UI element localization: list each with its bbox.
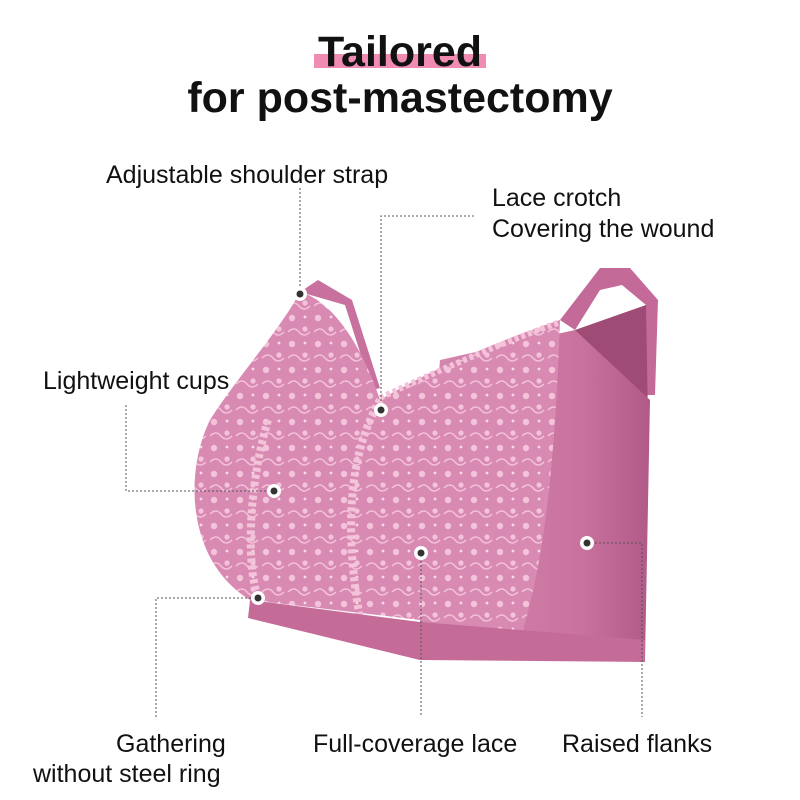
lace-trim-neckline xyxy=(378,319,562,401)
bottom-band xyxy=(248,600,645,662)
heading-highlight-bar xyxy=(313,54,487,68)
callout-raised-flanks: Raised flanks xyxy=(562,730,713,758)
leader-lines xyxy=(125,188,643,717)
callout-lace-crotch: Lace crotch xyxy=(492,184,622,212)
callout-shoulder-strap: Adjustable shoulder strap xyxy=(106,161,389,189)
lace-cup xyxy=(194,292,561,640)
heading-line-1: Tailored xyxy=(0,28,800,76)
heading-line-2: for post-mastectomy xyxy=(187,74,613,122)
callout-full-coverage-lace: Full-coverage lace xyxy=(313,730,518,758)
callout-gathering: Gathering xyxy=(116,730,226,758)
callout-without-steel-ring: without steel ring xyxy=(33,760,221,788)
lace-trim-center xyxy=(347,398,384,621)
heading-line-1-text: Tailored xyxy=(317,28,483,76)
callout-lightweight-cups: Lightweight cups xyxy=(43,367,230,395)
lace-trim-left xyxy=(246,418,272,600)
heading-highlight-wrap: Tailored xyxy=(313,28,487,76)
callout-covering-wound: Covering the wound xyxy=(492,215,715,243)
callout-markers xyxy=(251,287,594,605)
